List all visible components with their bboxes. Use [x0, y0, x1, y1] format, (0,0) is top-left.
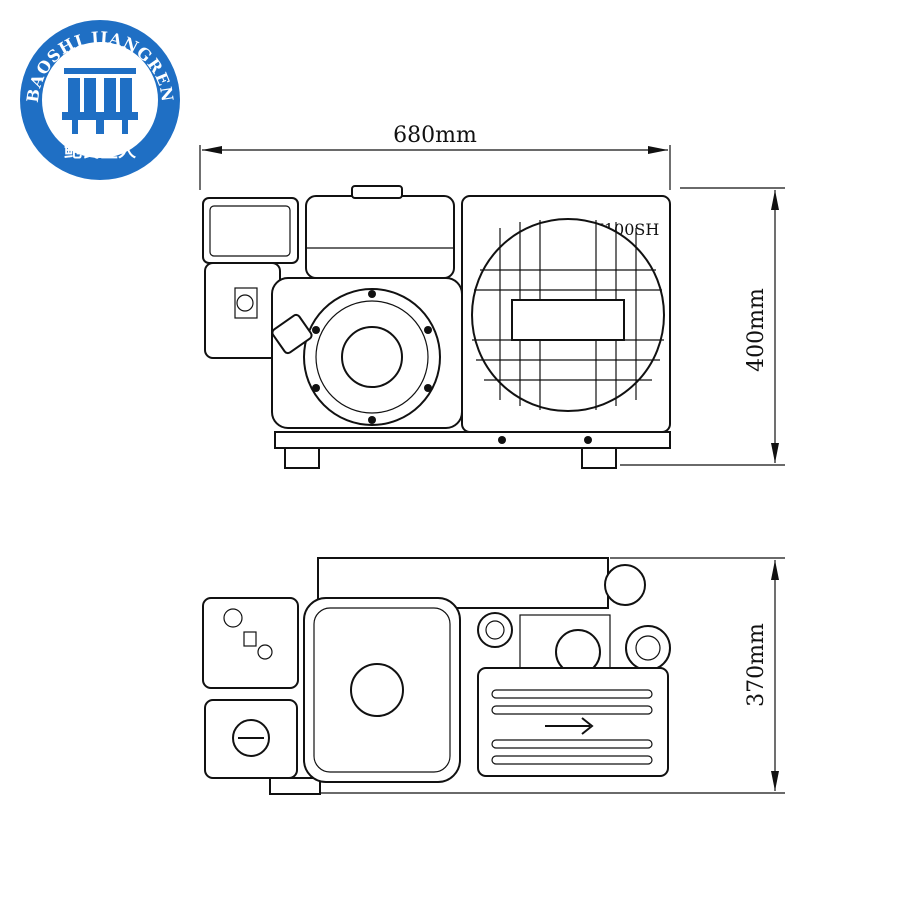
foot-left [284, 447, 320, 469]
height-dimension: 400mm [620, 187, 785, 466]
logo-chinese-text: 鲍氏匠人 [64, 140, 137, 162]
depth-dimension: 370mm [320, 557, 785, 794]
fuel-tank [305, 195, 455, 279]
air-filter [202, 197, 299, 264]
width-dimension: 680mm [199, 123, 671, 190]
filter-right [625, 625, 671, 671]
fuel-cap-plan [350, 663, 404, 717]
brand-logo: BAOSHI JIANGREN 鲍氏匠人 [20, 20, 180, 180]
filter-left [477, 612, 513, 648]
height-dimension-label: 400mm [744, 288, 769, 372]
engine-foot [269, 777, 321, 795]
front-view: 680mm 400mm [199, 123, 785, 469]
muffler-guard [271, 313, 313, 355]
shaft-hub [341, 326, 403, 388]
cooling-grille [477, 667, 669, 777]
cylinder-head [202, 597, 299, 689]
depth-dimension-label: 370mm [744, 623, 769, 707]
plan-view: 370mm [202, 557, 785, 795]
fan-nameplate [511, 299, 625, 341]
fuel-cap [351, 185, 403, 199]
width-dimension-label: 680mm [393, 123, 477, 148]
arrow-right-icon [545, 717, 594, 735]
piston-icon [62, 68, 138, 134]
foot-right [581, 447, 617, 469]
grille-slots [491, 689, 653, 765]
gauge-top [604, 564, 646, 606]
base-frame [274, 431, 671, 449]
